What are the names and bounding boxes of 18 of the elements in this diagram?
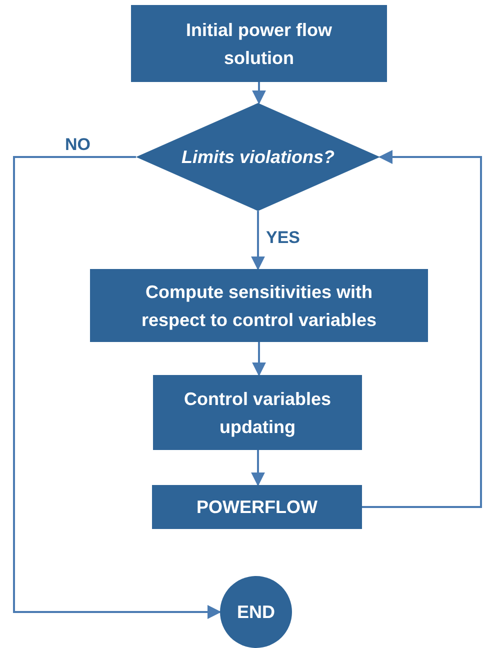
arrow xyxy=(251,211,265,270)
arrow xyxy=(252,342,266,376)
node-text: Compute sensitivities with respect to control variables xyxy=(140,280,378,332)
edge-label: NO xyxy=(65,136,90,153)
node-text: POWERFLOW xyxy=(196,496,318,519)
arrow xyxy=(362,150,482,508)
arrow xyxy=(13,156,222,619)
arrow xyxy=(251,450,265,486)
process-box xyxy=(131,5,387,82)
node-text: Control variables updating xyxy=(182,388,332,439)
node-text: END xyxy=(236,601,275,624)
process-box xyxy=(152,485,362,529)
edge-label: YES xyxy=(266,229,300,246)
node-text: Limits violations? xyxy=(181,146,335,169)
node-text: Initial power flow solution xyxy=(184,18,333,70)
arrow xyxy=(252,82,266,104)
process-box xyxy=(153,375,362,450)
process-box xyxy=(90,269,428,342)
